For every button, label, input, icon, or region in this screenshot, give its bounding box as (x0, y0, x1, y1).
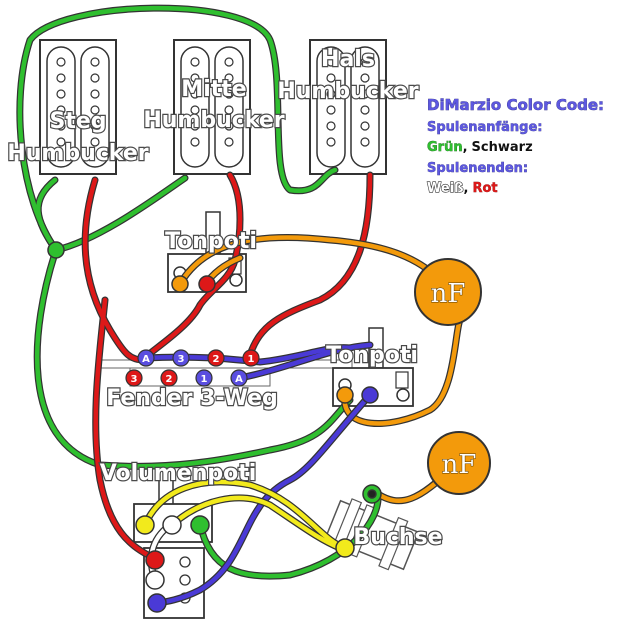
middle-humbucker (173, 39, 251, 175)
capacitor-lower: nF (427, 431, 491, 495)
ends-values: Weiß,Rot (427, 181, 498, 196)
joint-volume-right (190, 515, 210, 535)
volume-pot (133, 469, 213, 619)
tone-pot-upper-label: Tonpoti (165, 229, 257, 254)
bridge-humbucker (39, 39, 117, 175)
switch-pin-top-1: A (142, 354, 150, 365)
starts-sep: , (463, 140, 468, 155)
ground-joint (47, 241, 65, 259)
yellow-wires (142, 479, 348, 551)
switch-pin-bottom-4: A (235, 374, 243, 385)
capacitor-lower-label: nF (442, 450, 477, 480)
starts-black: Schwarz (472, 140, 533, 155)
joint-tone-upper-mid (198, 275, 216, 293)
neck-pickup-label-line1: Hals (321, 47, 375, 72)
ends-red: Rot (472, 181, 497, 196)
color-code-legend: DiMarzio Color Code: Spulenanfänge: Grün… (426, 96, 604, 197)
joint-tone-lower-left (336, 386, 354, 404)
bridge-pickup-label-line1: Steg (49, 109, 106, 134)
switch-pins-top: A 3 2 1 (137, 349, 260, 367)
switch-pin-bottom-2: 2 (166, 374, 173, 385)
switch-pin-top-2: 3 (178, 354, 185, 365)
capacitor-upper: nF (414, 258, 482, 326)
switch-pin-top-3: 2 (213, 354, 220, 365)
neck-pickup-label-line2: Humbucker (277, 79, 418, 104)
middle-pickup-label-line1: Mitte (181, 77, 246, 102)
switch-pins-bottom: 3 2 1 A (125, 369, 248, 387)
green-wires (17, 5, 381, 579)
starts-values: Grün, Schwarz (427, 140, 533, 155)
volume-pot-label: Volumenpoti (100, 461, 257, 486)
jack-label: Buchse (353, 525, 442, 550)
joint-volume-lug2 (145, 570, 165, 590)
bridge-pickup-label-line2: Humbucker (7, 141, 148, 166)
joint-jack-tip (335, 538, 355, 558)
capacitor-upper-label: nF (431, 279, 466, 309)
joint-tone-lower-mid (361, 386, 379, 404)
ends-label: Spulenenden: (427, 161, 528, 176)
joint-volume-lug1 (145, 550, 165, 570)
switch-pin-bottom-1: 3 (131, 374, 138, 385)
color-code-title: DiMarzio Color Code: (427, 96, 604, 114)
ends-white: Weiß (427, 181, 464, 196)
middle-pickup-label-line2: Humbucker (143, 108, 284, 133)
red-wires (82, 172, 373, 558)
joint-tone-upper-left (171, 275, 189, 293)
joint-volume-left (135, 515, 155, 535)
starts-green: Grün (427, 140, 463, 155)
ends-sep: , (464, 181, 469, 196)
starts-label: Spulenanfänge: (427, 120, 542, 135)
switch-pin-top-4: 1 (248, 354, 255, 365)
joint-volume-lug3 (147, 593, 167, 613)
joint-volume-mid (162, 515, 182, 535)
neck-humbucker (309, 39, 387, 175)
switch-label: Fender 3-Weg (106, 386, 278, 411)
switch-pin-bottom-3: 1 (201, 374, 208, 385)
tone-pot-lower-label: Tonpoti (326, 343, 418, 368)
